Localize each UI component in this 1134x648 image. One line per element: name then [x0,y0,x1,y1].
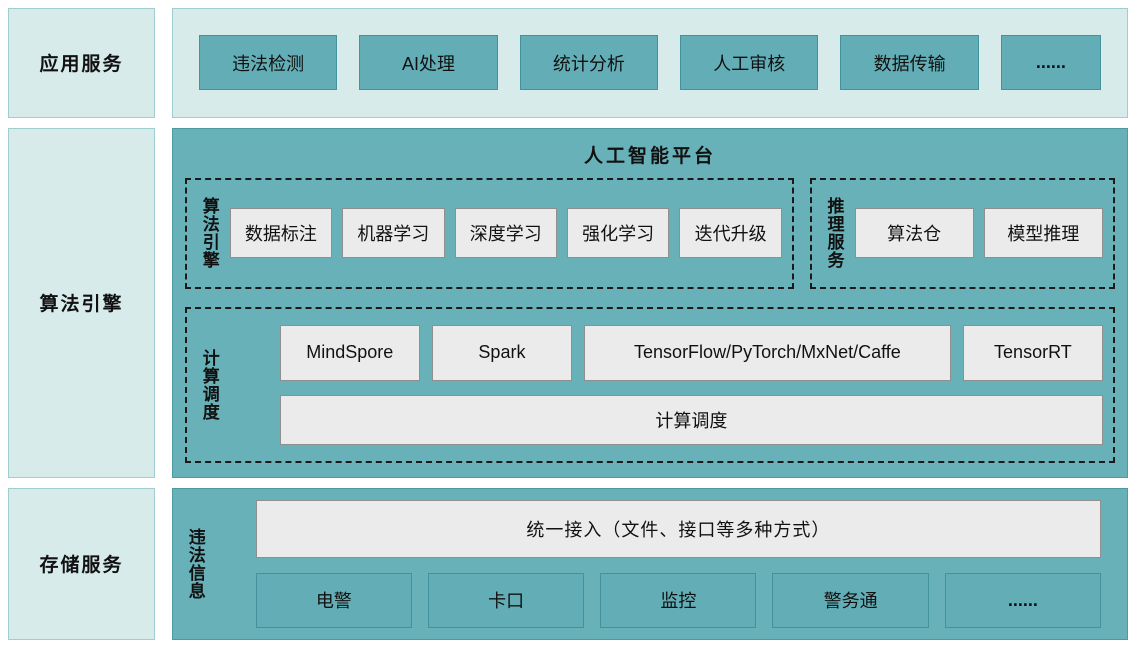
inference-algo-warehouse: 算法仓 [854,208,974,259]
compute-scheduler-bar: 计算调度 [279,394,1103,445]
illegal-info-content: 统一接入（文件、接口等多种方式） 电警 卡口 监控 警务通 ...... [220,499,1102,628]
app-services-row: 应用服务 违法检测 AI处理 统计分析 人工审核 数据传输 ...... [8,8,1128,118]
source-police-comm: 警务通 [772,572,929,628]
inference-service-group-label: 推理服务 [824,197,844,270]
inference-service-group: 推理服务 算法仓 模型推理 [809,177,1115,290]
ai-platform-panel: 人工智能平台 算法引擎 数据标注 机器学习 深度学习 强化学习 迭代升级 推理服… [172,127,1128,478]
algo-engine-group: 算法引擎 数据标注 机器学习 深度学习 强化学习 迭代升级 [185,177,794,290]
framework-mindspore: MindSpore [279,324,420,381]
app-services-label-text: 应用服务 [39,54,124,76]
illegal-info-panel: 违法信息 统一接入（文件、接口等多种方式） 电警 卡口 监控 警务通 .....… [172,487,1128,640]
source-checkpoint: 卡口 [427,572,585,628]
algorithm-engine-label: 算法引擎 [8,127,155,478]
algo-iterative-upgrade: 迭代升级 [679,208,782,259]
source-surveillance: 监控 [600,572,757,628]
app-services-label: 应用服务 [8,8,155,118]
framework-tensorflow-pytorch-mxnet-caffe: TensorFlow/PyTorch/MxNet/Caffe [584,324,951,381]
illegal-info-label: 违法信息 [185,527,205,600]
compute-scheduling-group: 计算调度 MindSpore Spark TensorFlow/PyTorch/… [185,307,1115,463]
app-service-statistics: 统计分析 [519,35,659,91]
source-more: ...... [944,572,1102,628]
algorithm-engine-label-text: 算法引擎 [39,294,124,316]
compute-scheduling-content: MindSpore Spark TensorFlow/PyTorch/MxNet… [230,324,1103,445]
ai-platform-title: 人工智能平台 [583,145,716,167]
storage-services-label: 存储服务 [8,487,155,640]
inference-model-inference: 模型推理 [983,208,1104,259]
algorithm-engine-row: 算法引擎 人工智能平台 算法引擎 数据标注 机器学习 深度学习 强化学习 迭代升… [8,127,1128,478]
app-service-illegal-detection: 违法检测 [199,35,338,91]
engine-groups-row: 算法引擎 数据标注 机器学习 深度学习 强化学习 迭代升级 推理服务 算法仓 模… [185,177,1115,290]
storage-services-row: 存储服务 违法信息 统一接入（文件、接口等多种方式） 电警 卡口 监控 警务通 … [8,487,1128,640]
app-service-data-transfer: 数据传输 [840,35,979,91]
app-services-panel: 违法检测 AI处理 统计分析 人工审核 数据传输 ...... [172,8,1128,118]
algo-machine-learning: 机器学习 [342,208,445,259]
app-service-manual-review: 人工审核 [680,35,819,91]
compute-scheduling-group-label: 计算调度 [199,348,219,421]
algo-reinforcement-learning: 强化学习 [566,208,670,259]
data-sources-row: 电警 卡口 监控 警务通 ...... [255,572,1102,628]
framework-spark: Spark [431,324,573,381]
algo-data-labeling: 数据标注 [229,208,333,259]
framework-tensorrt: TensorRT [962,324,1103,381]
app-service-ai-processing: AI处理 [359,35,498,91]
storage-services-label-text: 存储服务 [39,555,124,577]
source-electronic-police: 电警 [255,572,412,628]
algo-engine-group-label: 算法引擎 [199,197,219,270]
app-service-more: ...... [1000,35,1101,91]
algo-deep-learning: 深度学习 [454,208,557,259]
compute-frameworks-row: MindSpore Spark TensorFlow/PyTorch/MxNet… [279,324,1103,381]
unified-access-bar: 统一接入（文件、接口等多种方式） [255,499,1101,558]
